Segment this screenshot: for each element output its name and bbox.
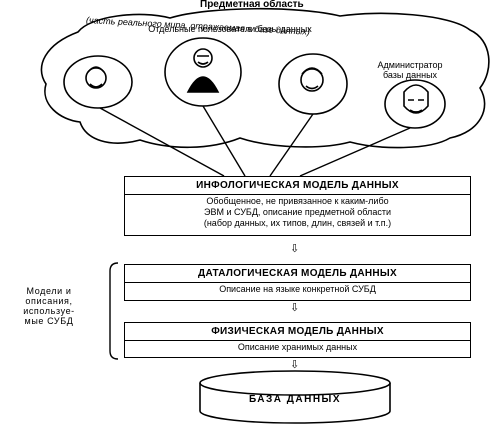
infological-desc-line: ЭВМ и СУБД, описание предметной области	[204, 207, 391, 217]
infological-model-box: ИНФОЛОГИЧЕСКАЯ МОДЕЛЬ ДАННЫХ Обобщенное,…	[124, 176, 471, 236]
side-label-line: используе-	[23, 306, 75, 316]
person-icon	[186, 48, 220, 93]
cloud-icon	[40, 7, 490, 149]
side-label-line: мые СУБД	[24, 316, 74, 326]
infological-desc-line: Обобщенное, не привязанное к каким-либо	[206, 196, 389, 206]
arrow-down-icon: ⇩	[290, 243, 300, 255]
infological-model-description: Обобщенное, не привязанное к каким-либо …	[125, 195, 470, 230]
connector-line	[299, 127, 411, 177]
person-icon	[300, 67, 324, 92]
datalogical-model-box: ДАТАЛОГИЧЕСКАЯ МОДЕЛЬ ДАННЫХ Описание на…	[124, 264, 471, 301]
physical-model-title: ФИЗИЧЕСКАЯ МОДЕЛЬ ДАННЫХ	[125, 323, 470, 341]
arrow-down-icon: ⇩	[290, 302, 300, 314]
physical-model-box: ФИЗИЧЕСКАЯ МОДЕЛЬ ДАННЫХ Описание храним…	[124, 322, 471, 358]
connector-line	[202, 105, 246, 177]
admin-label: Администратор базы данных	[377, 60, 443, 80]
datalogical-model-title: ДАТАЛОГИЧЕСКАЯ МОДЕЛЬ ДАННЫХ	[125, 265, 470, 283]
user-bubble-1	[63, 55, 133, 109]
datalogical-model-description: Описание на языке конкретной СУБД	[219, 284, 376, 294]
database-icon	[199, 370, 391, 424]
user-bubble-3	[278, 53, 348, 115]
connector-line	[269, 113, 314, 177]
side-label: Модели и описания, используе- мые СУБД	[0, 286, 98, 326]
subject-area-title: Предметная область	[200, 0, 304, 10]
person-icon	[85, 66, 107, 89]
physical-model-description: Описание хранимых данных	[237, 342, 358, 352]
database-label: БАЗА ДАННЫХ	[248, 394, 342, 405]
side-label-line: Модели и	[26, 286, 72, 296]
arrow-down-icon: ⇩	[290, 359, 300, 371]
side-bracket	[109, 262, 119, 360]
admin-bubble	[384, 79, 446, 129]
side-label-line: описания,	[25, 296, 73, 306]
infological-model-title: ИНФОЛОГИЧЕСКАЯ МОДЕЛЬ ДАННЫХ	[125, 177, 470, 195]
connector-line	[99, 107, 225, 177]
users-label: Отдельные пользователи базы данных	[148, 24, 312, 34]
person-icon	[403, 84, 429, 114]
infological-desc-line: (набор данных, их типов, длин, связей и …	[203, 218, 392, 228]
